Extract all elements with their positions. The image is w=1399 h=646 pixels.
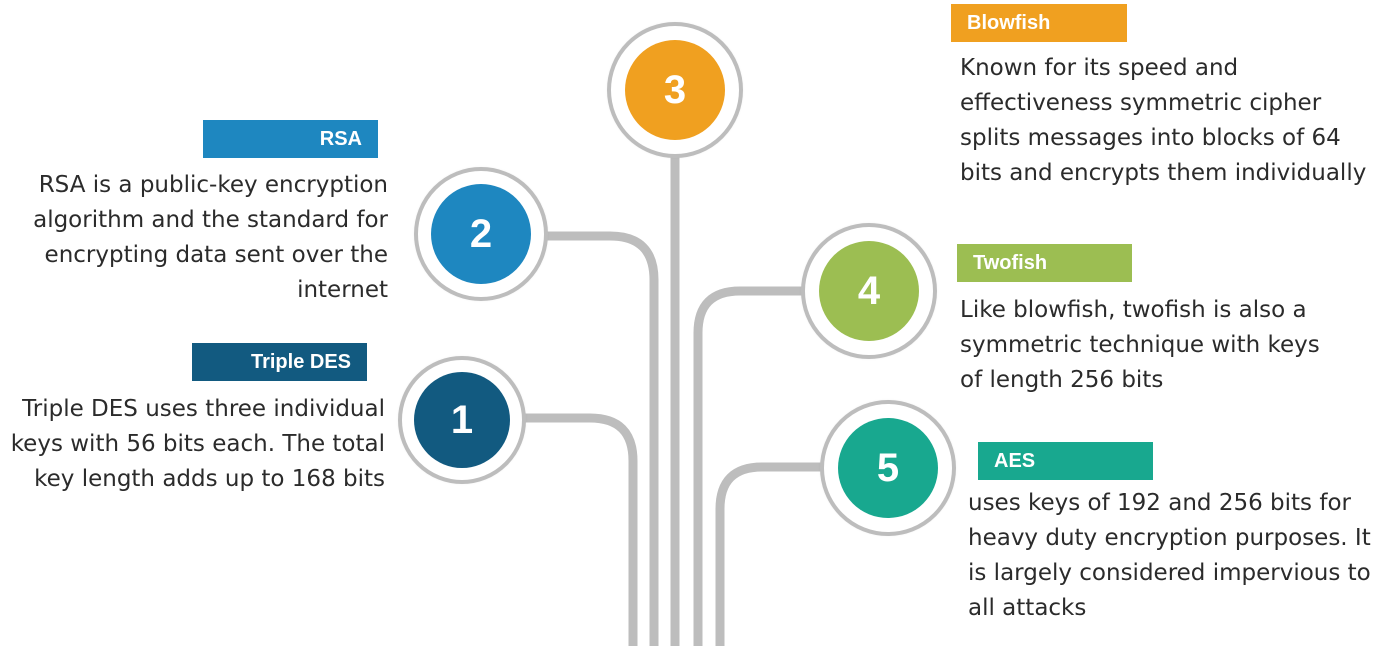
twofish-title: Twofish	[973, 251, 1048, 274]
triple-des-title: Triple DES	[250, 350, 351, 373]
aes-title-tag: AES	[978, 442, 1153, 480]
rsa-title-tag: RSA	[203, 120, 378, 158]
triple-des-title-tag: Triple DES	[192, 343, 367, 381]
rsa-title: RSA	[319, 127, 362, 150]
twofish-title-tag: Twofish	[957, 244, 1132, 282]
rsa-number: 2	[469, 211, 493, 256]
aes-title: AES	[994, 449, 1036, 472]
connector-line-5	[715, 462, 825, 646]
blowfish-number: 3	[663, 67, 687, 112]
blowfish-number-circle: 3	[625, 40, 725, 140]
twofish-number-circle: 4	[819, 241, 919, 341]
connector-line-1	[512, 413, 638, 646]
blowfish-title-tag: Blowfish	[951, 4, 1127, 42]
aes-node: 5	[820, 400, 956, 536]
blowfish-title: Blowfish	[967, 11, 1051, 34]
triple-des-number: 1	[450, 397, 474, 442]
triple-des-description: Triple DES uses three individual keys wi…	[10, 396, 385, 492]
aes-number: 5	[876, 445, 900, 490]
triple-des-node: 1	[398, 356, 526, 484]
twofish-description: Like blowfish, twofish is also a symmetr…	[960, 297, 1320, 393]
rsa-number-circle: 2	[431, 184, 531, 284]
blowfish-description: Known for its speed and effectiveness sy…	[960, 55, 1367, 186]
twofish-number: 4	[857, 268, 881, 313]
triple-des-number-circle: 1	[414, 372, 510, 468]
connector-line-4	[693, 286, 806, 646]
rsa-node: 2	[414, 167, 548, 301]
aes-description: uses keys of 192 and 256 bits for heavy …	[968, 490, 1371, 621]
aes-number-circle: 5	[838, 418, 938, 518]
twofish-node: 4	[801, 223, 937, 359]
connector-line-2	[545, 231, 659, 646]
rsa-description: RSA is a public-key encryption algorithm…	[33, 172, 388, 303]
blowfish-node: 3	[607, 22, 743, 158]
